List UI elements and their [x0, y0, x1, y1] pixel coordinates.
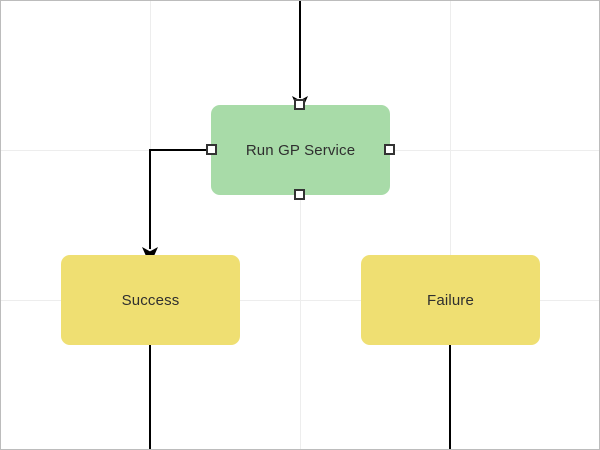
node-label-run-gp-service: Run GP Service	[245, 141, 356, 159]
node-run-gp-service[interactable]: Run GP Service	[211, 105, 390, 195]
node-label-failure: Failure	[427, 291, 474, 309]
node-failure[interactable]: Failure	[361, 255, 540, 345]
node-success[interactable]: Success	[61, 255, 240, 345]
resize-handle-bottom[interactable]	[294, 189, 305, 200]
resize-handle-top[interactable]	[294, 99, 305, 110]
resize-handle-left[interactable]	[206, 144, 217, 155]
node-label-success: Success	[121, 291, 180, 309]
edge-run-to-success[interactable]	[142, 149, 211, 265]
resize-handle-right[interactable]	[384, 144, 395, 155]
